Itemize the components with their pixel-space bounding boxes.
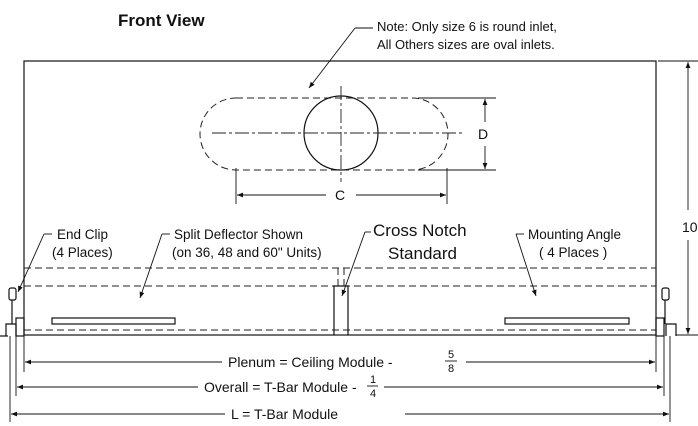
split-deflector-label-1: Split Deflector Shown: [174, 227, 303, 242]
angle-left: [15, 317, 25, 337]
angle-right: [655, 317, 665, 337]
view-title: Front View: [118, 11, 205, 30]
d-label: D: [478, 126, 488, 142]
cross-notch-leader-arrow: [341, 231, 366, 297]
mounting-angle-label-2: ( 4 Places ): [539, 245, 607, 260]
plenum-body: [23, 60, 657, 336]
end-clip-label-2: (4 Places): [52, 245, 113, 260]
split-deflector-label-2: (on 36, 48 and 60" Units): [172, 245, 322, 260]
c-label: C: [335, 187, 345, 203]
oval-inlet: [199, 97, 449, 171]
split-deflector-left: [51, 317, 176, 325]
overall-dim-text: Overall = T-Bar Module -: [204, 379, 357, 395]
end-clip-left: [8, 287, 17, 301]
cross-notch-label-1: Cross Notch: [373, 221, 467, 240]
mounting-angle-leader-arrow: [515, 233, 537, 297]
overall-dim-den: 4: [370, 388, 376, 400]
t-bar-left: [5, 323, 17, 336]
note-line-1: Note: Only size 6 is round inlet,: [377, 19, 557, 34]
height-label: 10: [682, 219, 698, 235]
cross-notch-label-2: Standard: [388, 244, 457, 263]
cross-notch: [333, 285, 349, 335]
plenum-dim-num: 5: [448, 349, 454, 361]
l-dim-text: L = T-Bar Module: [231, 406, 338, 422]
end-clip-right: [661, 287, 670, 301]
t-bar-right: [665, 323, 677, 336]
end-clip-label-1: End Clip: [57, 227, 108, 242]
plenum-dim-text: Plenum = Ceiling Module -: [228, 354, 393, 370]
overall-dim-num: 1: [370, 374, 376, 386]
mounting-angle-label-1: Mounting Angle: [528, 227, 621, 242]
split-deflector-leader-arrow: [139, 233, 163, 299]
plenum-dim-den: 8: [448, 363, 454, 375]
note-line-2: All Others sizes are oval inlets.: [377, 37, 555, 52]
note-leader-arrow: [308, 27, 356, 89]
split-deflector-right: [504, 317, 630, 325]
end-clip-leader-arrow: [17, 233, 45, 293]
